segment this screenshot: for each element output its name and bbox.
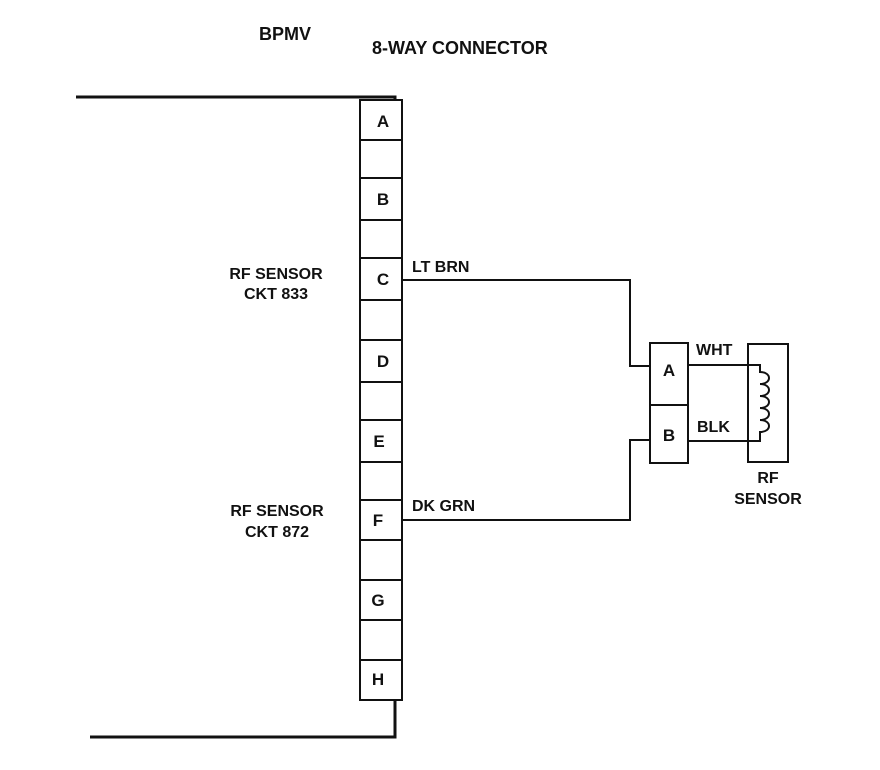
connector-cell-spacer <box>359 139 403 179</box>
pin-label-a: A <box>377 112 389 131</box>
connector-cell-spacer <box>359 381 403 421</box>
wire-color-blk: BLK <box>697 419 730 436</box>
sensor-label-line1: RF <box>757 470 779 487</box>
pin-label-h: H <box>372 670 384 689</box>
wire-circuit-872 <box>402 439 650 521</box>
eight-way-connector <box>359 99 403 701</box>
connector-cell-h <box>359 659 403 701</box>
pin-label-c: C <box>377 270 389 289</box>
pin-label-b: B <box>377 190 389 209</box>
module-title: BPMV <box>259 24 311 44</box>
connector-title: 8-WAY CONNECTOR <box>372 38 548 58</box>
rf-sensor <box>747 343 789 463</box>
sensor-pin-label-a: A <box>663 361 675 380</box>
connector-cell-spacer <box>359 219 403 259</box>
wire-color-lt-brn: LT BRN <box>412 259 469 276</box>
wire-color-wht: WHT <box>696 342 733 359</box>
connector-cell-spacer <box>359 299 403 341</box>
wire-circuit-833 <box>402 279 650 367</box>
pin-label-e: E <box>373 432 384 451</box>
sensor-connector-cell-b <box>649 404 689 464</box>
connector-cell-spacer <box>359 619 403 661</box>
sensor-label-line2: SENSOR <box>734 491 802 508</box>
sensor-connector <box>649 342 689 464</box>
pin-label-g: G <box>371 591 384 610</box>
circuit-872-label-line2: CKT 872 <box>245 524 309 541</box>
pin-label-d: D <box>377 352 389 371</box>
circuit-872-label-line1: RF SENSOR <box>230 503 324 520</box>
bpmv-module-outline <box>76 95 397 739</box>
pin-label-f: F <box>373 511 383 530</box>
connector-cell-spacer <box>359 461 403 501</box>
connector-cell-spacer <box>359 539 403 581</box>
wire-color-dk-grn: DK GRN <box>412 498 475 515</box>
sensor-pin-label-b: B <box>663 426 675 445</box>
sensor-coil-icon <box>748 364 770 442</box>
circuit-833-label-line2: CKT 833 <box>244 286 308 303</box>
circuit-833-label-line1: RF SENSOR <box>229 266 323 283</box>
